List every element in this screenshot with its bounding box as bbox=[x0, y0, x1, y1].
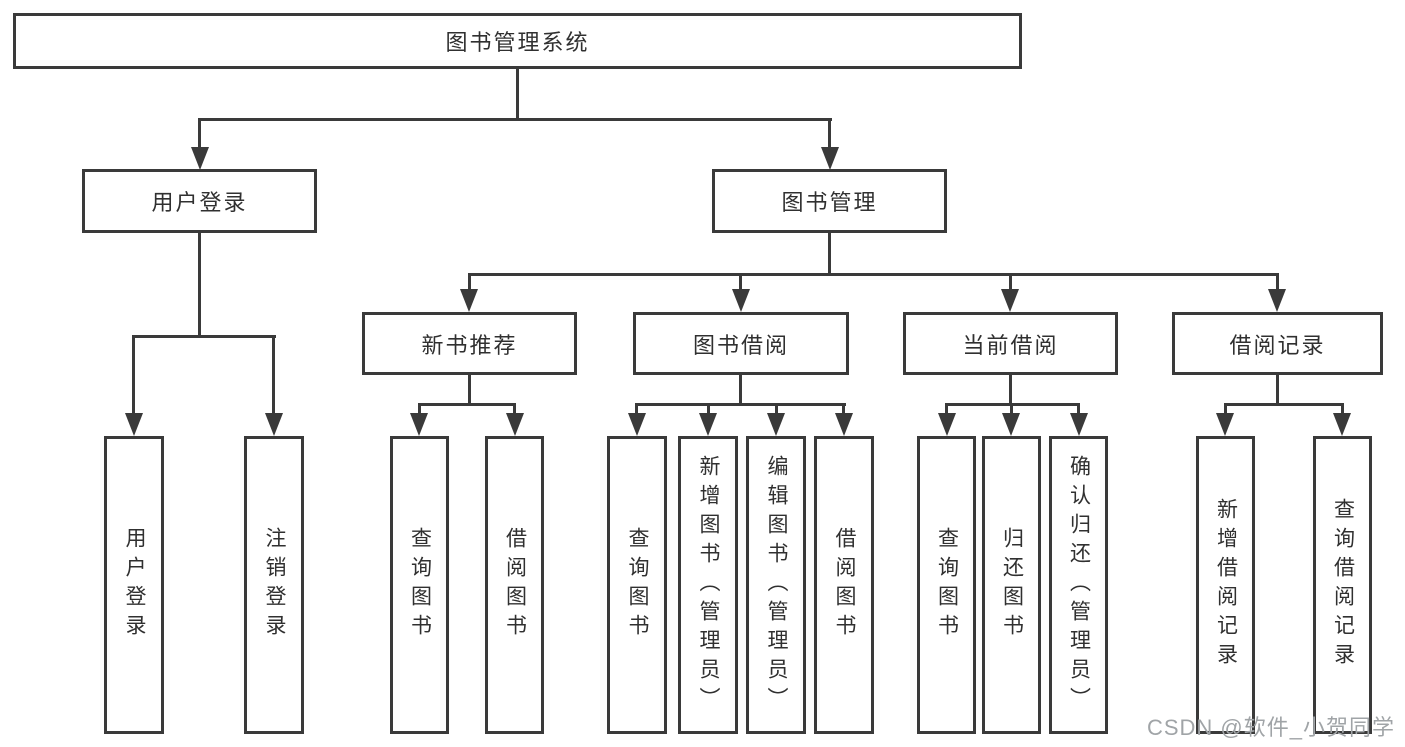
leaf-logout: 注销登录 bbox=[244, 436, 304, 734]
connector-vline bbox=[468, 273, 471, 291]
connector-vline bbox=[775, 403, 778, 415]
connector-hline bbox=[635, 403, 846, 406]
leaf-add-books-admin: 新增图书（管理员） bbox=[678, 436, 738, 734]
arrow-down-icon bbox=[767, 413, 785, 436]
watermark-text: CSDN @软件_小贺同学 bbox=[1146, 715, 1395, 740]
node-user-login: 用户登录 bbox=[82, 169, 317, 233]
node-label: 图书管理 bbox=[781, 190, 878, 215]
arrow-down-icon bbox=[699, 413, 717, 436]
node-label: 确认归还（管理员） bbox=[1067, 454, 1091, 716]
leaf-query-borrow-record: 查询借阅记录 bbox=[1313, 436, 1372, 734]
connector-vline bbox=[739, 273, 742, 291]
arrow-down-icon bbox=[1216, 413, 1234, 436]
node-label: 当前借阅 bbox=[962, 332, 1059, 358]
node-book-borrowing: 图书借阅 bbox=[633, 312, 849, 375]
node-label: 用户登录 bbox=[123, 527, 146, 643]
arrow-down-icon bbox=[1070, 413, 1088, 436]
node-label: 查询图书 bbox=[626, 527, 649, 643]
connector-hline bbox=[132, 335, 276, 338]
connector-vline bbox=[468, 373, 471, 406]
arrow-down-icon bbox=[460, 289, 478, 312]
connector-hline bbox=[418, 403, 516, 406]
connector-vline bbox=[842, 403, 845, 415]
leaf-return-books: 归还图书 bbox=[982, 436, 1041, 734]
connector-vline bbox=[132, 335, 135, 415]
node-label: 查询借阅记录 bbox=[1331, 498, 1355, 672]
arrow-down-icon bbox=[1268, 289, 1286, 312]
leaf-query-books-3: 查询图书 bbox=[917, 436, 976, 734]
leaf-edit-books-admin: 编辑图书（管理员） bbox=[746, 436, 806, 734]
connector-vline bbox=[1276, 273, 1279, 291]
leaf-query-books: 查询图书 bbox=[390, 436, 449, 734]
arrow-down-icon bbox=[628, 413, 646, 436]
connector-hline bbox=[468, 273, 1279, 276]
node-label: 归还图书 bbox=[1000, 527, 1024, 643]
arrow-down-icon bbox=[835, 413, 853, 436]
connector-vline bbox=[828, 231, 831, 273]
node-label: 用户登录 bbox=[151, 190, 248, 215]
connector-vline bbox=[1009, 273, 1012, 291]
node-borrowing-records: 借阅记录 bbox=[1172, 312, 1383, 375]
arrow-down-icon bbox=[732, 289, 750, 312]
arrow-down-icon bbox=[938, 413, 956, 436]
connector-vline bbox=[418, 403, 421, 415]
node-label: 查询图书 bbox=[408, 527, 432, 643]
connector-vline bbox=[272, 335, 275, 415]
node-label: 新增借阅记录 bbox=[1214, 498, 1238, 672]
connector-hline bbox=[198, 118, 832, 121]
node-library-system: 图书管理系统 bbox=[13, 13, 1022, 69]
arrow-down-icon bbox=[265, 413, 283, 436]
node-label: 编辑图书（管理员） bbox=[765, 454, 788, 716]
node-label: 借阅记录 bbox=[1229, 332, 1326, 358]
connector-vline bbox=[1276, 373, 1279, 406]
node-label: 查询图书 bbox=[935, 527, 959, 643]
connector-vline bbox=[1009, 373, 1012, 406]
connector-vline bbox=[198, 118, 201, 150]
node-label: 图书管理系统 bbox=[445, 30, 590, 55]
arrow-down-icon bbox=[410, 413, 428, 436]
arrow-down-icon bbox=[1002, 413, 1020, 436]
node-label: 借阅图书 bbox=[833, 527, 856, 643]
node-book-management: 图书管理 bbox=[712, 169, 947, 233]
connector-vline bbox=[1010, 403, 1013, 415]
connector-vline bbox=[945, 403, 948, 415]
arrow-down-icon bbox=[1001, 289, 1019, 312]
node-label: 注销登录 bbox=[263, 527, 286, 643]
leaf-user-login: 用户登录 bbox=[104, 436, 164, 734]
arrow-down-icon bbox=[506, 413, 524, 436]
connector-vline bbox=[1341, 403, 1344, 415]
node-label: 借阅图书 bbox=[503, 527, 527, 643]
connector-vline bbox=[198, 231, 201, 335]
connector-vline bbox=[828, 118, 831, 150]
leaf-confirm-return-admin: 确认归还（管理员） bbox=[1049, 436, 1108, 734]
node-label: 新增图书（管理员） bbox=[697, 454, 720, 716]
connector-hline bbox=[1224, 403, 1344, 406]
connector-vline bbox=[739, 373, 742, 406]
connector-vline bbox=[707, 403, 710, 415]
leaf-borrow-books: 借阅图书 bbox=[485, 436, 544, 734]
connector-vline bbox=[513, 403, 516, 415]
leaf-query-books-2: 查询图书 bbox=[607, 436, 667, 734]
arrow-down-icon bbox=[821, 147, 839, 170]
connector-vline bbox=[1224, 403, 1227, 415]
node-current-borrowing: 当前借阅 bbox=[903, 312, 1118, 375]
leaf-add-borrow-record: 新增借阅记录 bbox=[1196, 436, 1255, 734]
node-new-book-recommendation: 新书推荐 bbox=[362, 312, 577, 375]
node-label: 新书推荐 bbox=[421, 332, 518, 358]
connector-vline bbox=[635, 403, 638, 415]
connector-vline bbox=[1077, 403, 1080, 415]
arrow-down-icon bbox=[191, 147, 209, 170]
node-label: 图书借阅 bbox=[692, 332, 789, 358]
arrow-down-icon bbox=[125, 413, 143, 436]
arrow-down-icon bbox=[1333, 413, 1351, 436]
connector-vline bbox=[516, 66, 519, 118]
leaf-borrow-books-2: 借阅图书 bbox=[814, 436, 874, 734]
